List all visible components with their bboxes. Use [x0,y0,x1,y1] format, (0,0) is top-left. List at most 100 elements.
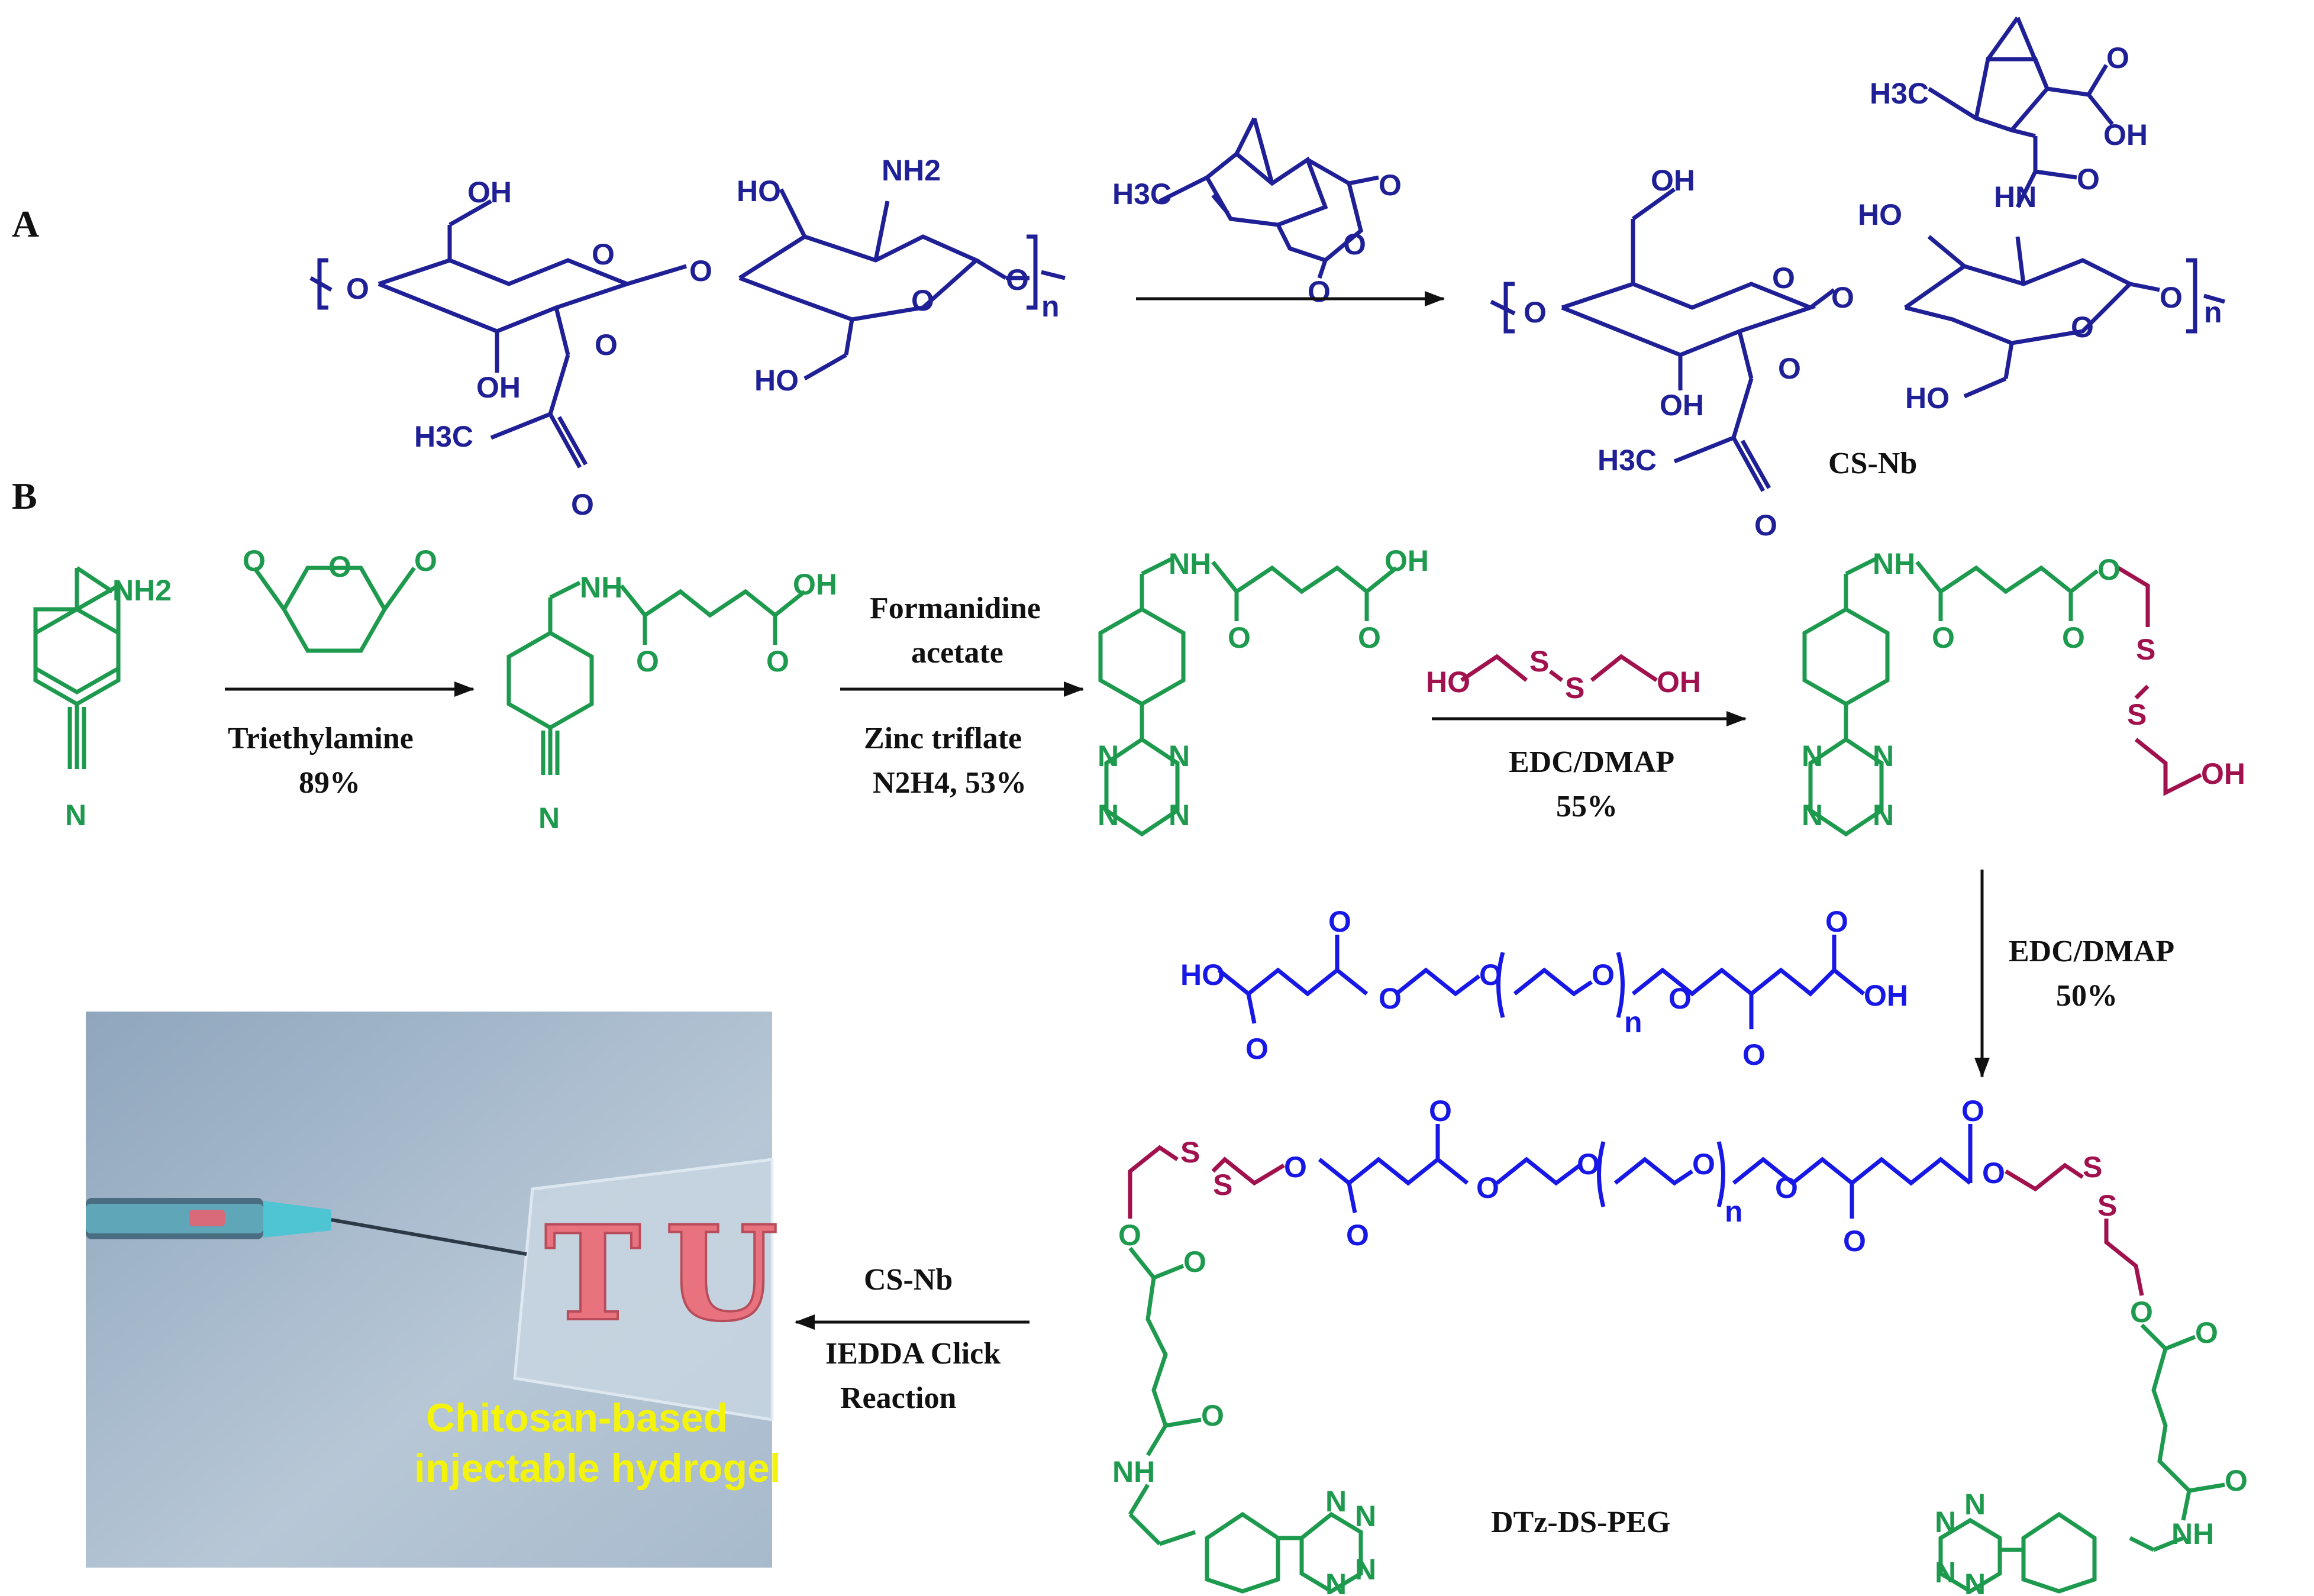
atom-label: N [1169,799,1190,832]
reagent-step3-line2: 55% [1556,790,1618,823]
cyanobenzylamine-structure [33,566,121,769]
atom-label: O [1346,1219,1369,1252]
dtz-ds-peg-atoms: S S O O O O O O n O O O O S S O O O NH N… [1112,1094,2248,1596]
atom-label: O [1961,1094,1984,1127]
atom-label: O [592,238,615,271]
atom-label: O [766,645,789,678]
cyanobenzylamine-atoms: NH2 N [65,574,172,832]
atom-label: O [1932,621,1955,654]
atom-label: N [1325,1485,1347,1518]
atom-label: n [1624,1006,1642,1039]
cs-nb-atoms: O OH O OH O H3C O O HO O HO O n HN O H3C… [1524,41,2222,542]
atom-label: O [571,488,594,521]
atom-label: S [2136,633,2155,666]
reagent-step1-line2: 89% [299,766,360,800]
atom-label: O [2071,311,2094,344]
atom-label: O [2077,163,2100,196]
atom-label: O [1592,958,1615,991]
syringe-icon [86,1198,527,1256]
atom-label: O [1692,1148,1715,1181]
reagent-step3-line1: EDC/DMAP [1509,745,1674,779]
atom-label: N [1355,1500,1376,1533]
atom-label: OH [2103,118,2148,151]
atom-label: N [1325,1568,1347,1596]
gel-letters: TU [544,1197,802,1350]
atom-label: O [1668,982,1692,1015]
atom-label: N [1802,739,1823,773]
atom-label: O [636,645,659,678]
atom-label: HO [737,175,781,208]
reagent-step5-bottom2: Reaction [840,1381,956,1415]
reagent-step2-bottom2: N2H4, 53% [873,766,1027,800]
atom-label: n [1725,1195,1743,1228]
chitosan-structure [309,188,1066,469]
atom-label: O [1358,621,1381,654]
reagent-step1-line1: Triethylamine [228,722,414,755]
atom-label: N [1935,1556,1956,1589]
atom-label: OH [793,568,837,601]
glutaric-atoms: O O O [243,544,437,583]
panel-label-a: A [12,203,39,245]
peg-diacid-structure [1217,935,1866,1029]
atom-label: O [243,544,266,577]
atom-label: N [1873,739,1894,773]
glutaric-anhydride [253,566,416,653]
photo-caption-line2: injectable hydrogel [414,1446,781,1491]
atom-label: NH2 [112,574,172,607]
dtz-ds-peg-peg-core [1318,1124,1973,1219]
atom-label: O [2062,621,2085,654]
atom-label: O [414,544,437,577]
atom-label: S [2097,1189,2117,1222]
atom-label: O [1778,352,1801,385]
atom-label: O [2097,553,2121,586]
atom-label: O [1754,509,1777,542]
atom-label: HO [1858,198,1902,231]
norbornene-anhydride [1158,117,1379,279]
reagent-step5-bottom1: IEDDA Click [825,1337,1001,1371]
atom-label: O [2195,1316,2218,1349]
atom-label: N [65,799,86,832]
atom-label: N [1964,1488,1986,1521]
tetrazine-disulfide-linker [2117,566,2202,796]
atom-label: S [1180,1136,1200,1169]
atom-label: N [1098,739,1119,773]
atom-label: O [1308,275,1331,308]
atom-label: O [1479,958,1502,991]
dtz-ds-peg-right-arm [1938,1323,2225,1594]
atom-label: NH [1112,1455,1155,1488]
atom-label: S [1213,1168,1232,1201]
atom-label: HO [1426,665,1470,699]
atom-label: O [1284,1151,1307,1184]
atom-label: N [1355,1553,1376,1586]
atom-label: OH [476,371,521,404]
tetrazine-disulfide-atoms: NH O O O S S OH N N N N [1802,547,2245,832]
tetrazine-acid-structure [1098,557,1398,837]
atom-label: O [1183,1245,1206,1278]
dithiodiethanol-atoms: HO S S OH [1426,645,1701,705]
tetrazine-disulfide-structure [1802,557,2099,837]
atom-label: O [2130,1295,2153,1329]
dtz-ds-peg-right-linker [2005,1162,2144,1296]
norbornene-atoms: H3C O O O [1112,169,1402,308]
panel-label-b: B [12,475,37,517]
atom-label: O [1843,1225,1866,1258]
atom-label: O [689,254,712,287]
product-label-dtz-ds-peg: DTz-DS-PEG [1491,1505,1670,1539]
photo-caption-line1: Chitosan-based [426,1395,728,1440]
atom-label: O [1006,263,1029,296]
atom-label: HO [754,364,799,397]
atom-label: OH [1657,665,1701,699]
atom-label: O [1982,1156,2005,1190]
atom-label: OH [2201,757,2245,790]
atom-label: O [2106,41,2129,75]
atom-label: O [328,550,351,583]
glass-slide-icon [513,1158,774,1421]
atom-label: NH [2171,1517,2214,1550]
atom-label: H3C [1870,77,1929,110]
atom-label: OH [467,176,512,209]
atom-label: O [1524,296,1547,329]
atom-label: O [2160,281,2183,314]
cs-nb-structure [1490,16,2225,492]
atom-label: H3C [1597,444,1657,477]
